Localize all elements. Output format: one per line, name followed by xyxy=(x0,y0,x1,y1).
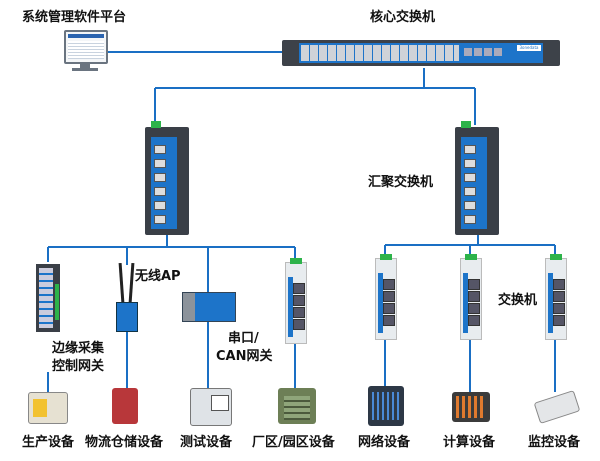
link-agg-left-access xyxy=(47,235,296,292)
endpoint-label-network: 网络设备 xyxy=(358,435,411,450)
link-access-endpoints xyxy=(47,320,556,392)
monitor-stand xyxy=(80,62,90,68)
wireless-ap-label: 无线AP xyxy=(135,269,181,284)
aggregation-switch-left xyxy=(145,121,189,235)
platform-label: 系统管理软件平台 xyxy=(22,10,127,25)
aggregation-switch-right xyxy=(455,121,499,235)
edge-gateway-label-2: 控制网关 xyxy=(52,359,105,374)
core-switch-front: 3onedata xyxy=(299,43,543,63)
factory-campus-equipment-icon xyxy=(278,388,316,424)
link-agg-right-access xyxy=(384,235,556,256)
access-switch-2 xyxy=(375,254,397,340)
test-equipment-icon xyxy=(190,388,232,426)
endpoint-label-test: 测试设备 xyxy=(180,435,233,450)
serial-gateway-label-1: 串口/ xyxy=(228,331,259,346)
endpoint-label-campus: 厂区/园区设备 xyxy=(252,435,335,450)
core-switch-logo: 3onedata xyxy=(517,45,541,51)
network-equipment-icon xyxy=(368,386,404,426)
endpoint-label-computing: 计算设备 xyxy=(443,435,496,450)
aggregation-switch-label: 汇聚交换机 xyxy=(368,175,434,190)
wireless-ap-device xyxy=(116,302,138,332)
serial-can-gateway-device xyxy=(182,292,236,322)
core-switch: 3onedata xyxy=(282,40,560,66)
endpoint-label-production: 生产设备 xyxy=(22,435,75,450)
access-switch-4 xyxy=(545,254,567,340)
monitor-icon xyxy=(64,30,108,64)
access-switch-3 xyxy=(460,254,482,340)
edge-gateway-label-1: 边缘采集 xyxy=(52,341,105,356)
link-core-aggregation xyxy=(154,68,476,125)
access-switch-label: 交换机 xyxy=(498,293,538,308)
access-switch-1 xyxy=(285,258,307,344)
logistics-equipment-icon xyxy=(112,388,138,424)
production-equipment-icon xyxy=(28,392,68,424)
monitor-base xyxy=(72,68,98,71)
core-switch-ports xyxy=(301,45,459,61)
core-switch-sfp-ports xyxy=(464,48,504,56)
edge-gateway-device xyxy=(36,264,60,332)
endpoint-label-surveillance: 监控设备 xyxy=(528,435,581,450)
endpoint-label-logistics: 物流仓储设备 xyxy=(85,435,164,450)
core-switch-label: 核心交换机 xyxy=(370,10,436,25)
computing-equipment-icon xyxy=(452,392,490,422)
serial-gateway-label-2: CAN网关 xyxy=(216,349,273,364)
